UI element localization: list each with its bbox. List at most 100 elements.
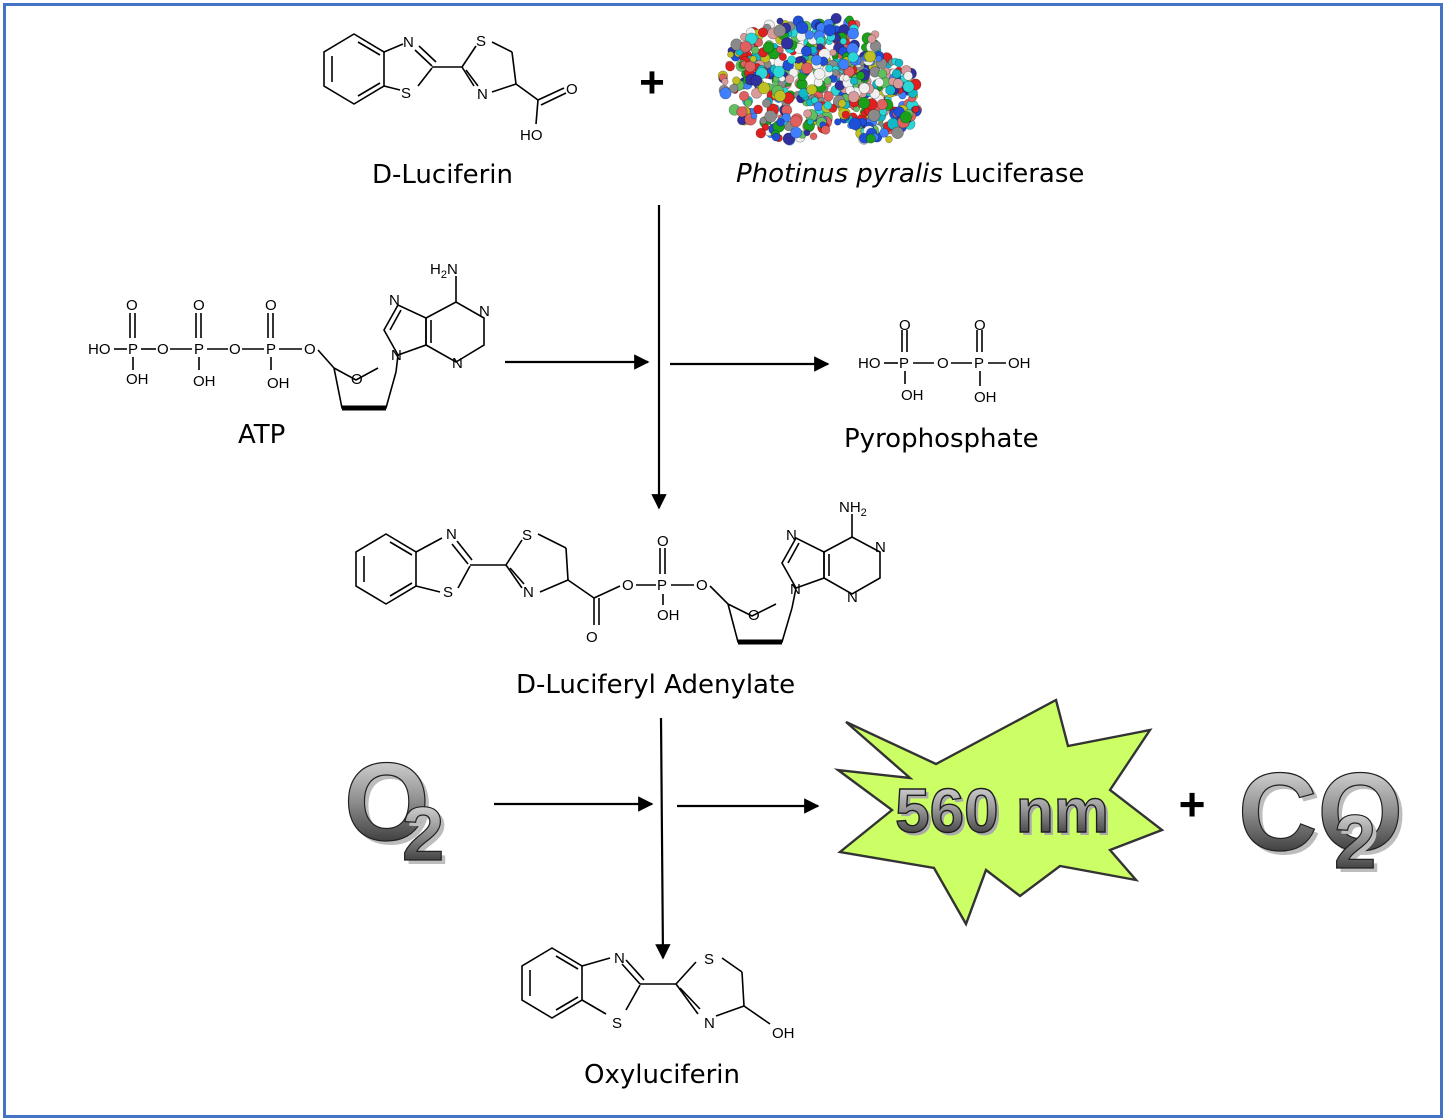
svg-text:P: P [266, 341, 276, 358]
protein-atom-sphere [729, 83, 739, 94]
protein-atom-sphere [745, 32, 758, 45]
protein-atom-sphere [864, 50, 877, 63]
protein-atom-sphere [762, 41, 775, 54]
svg-text:CO: CO [1238, 751, 1403, 874]
svg-text:N: N [704, 1015, 715, 1032]
svg-text:O: O [193, 297, 205, 314]
protein-atom-sphere [843, 66, 855, 78]
svg-text:N: N [479, 303, 490, 320]
protein-atom-sphere [787, 55, 797, 65]
svg-text:O: O [696, 577, 708, 594]
svg-text:OH: OH [126, 371, 149, 388]
protein-atom-sphere [761, 98, 772, 108]
luciferase-label: Photinus pyralis Luciferase [736, 159, 1084, 189]
luciferin-n-atom: N [403, 34, 414, 51]
svg-text:S: S [443, 584, 453, 601]
protein-atom-sphere [903, 71, 914, 81]
plus-sign-bottom: + [1179, 778, 1206, 830]
svg-text:HO: HO [88, 341, 111, 358]
svg-text:N: N [790, 581, 801, 598]
protein-atom-sphere [750, 112, 758, 120]
protein-atom-sphere [780, 37, 794, 50]
protein-atom-sphere [902, 80, 915, 93]
protein-atom-sphere [806, 84, 818, 95]
svg-text:2: 2 [406, 796, 448, 881]
emission-label: 560 nm 560 nm [894, 776, 1112, 849]
svg-text:O: O [265, 297, 277, 314]
luciferin-label: D-Luciferin [372, 160, 513, 190]
luciferin-o-atom: O [566, 81, 578, 98]
protein-atom-sphere [764, 110, 777, 123]
protein-atom-sphere [911, 105, 920, 114]
luciferin-s2-atom: S [476, 33, 486, 50]
svg-text:P: P [128, 341, 138, 358]
protein-atom-sphere [772, 65, 786, 78]
protein-atom-sphere [795, 21, 809, 35]
protein-atom-sphere [891, 69, 902, 79]
svg-text:S: S [704, 951, 714, 968]
svg-text:CO: CO [1242, 755, 1407, 878]
protein-atom-sphere [810, 54, 822, 66]
protein-atom-sphere [781, 112, 792, 123]
svg-text:OH: OH [901, 387, 924, 404]
atp-structure: HO P O OH O P O OH O P O OH O O [88, 261, 490, 411]
adenylate-amine: NH2 [839, 499, 867, 519]
carbon-dioxide-label: CO CO 2 2 [1237, 750, 1407, 889]
protein-atom-sphere [811, 96, 819, 104]
svg-text:N: N [847, 589, 858, 606]
svg-text:N: N [389, 292, 400, 309]
svg-text:S: S [612, 1015, 622, 1032]
protein-atom-sphere [856, 71, 865, 81]
protein-atom-sphere [757, 27, 768, 38]
protein-atom-sphere [806, 118, 814, 126]
luciferase-species-label: Photinus pyralis [736, 159, 943, 189]
svg-text:2: 2 [1334, 800, 1376, 885]
svg-text:OH: OH [267, 375, 290, 392]
svg-text:N: N [786, 527, 797, 544]
protein-atom-sphere [885, 135, 893, 144]
protein-atom-sphere [732, 76, 741, 85]
protein-atom-sphere [867, 109, 881, 122]
oxyluciferin-structure: N S S N OH [521, 947, 795, 1042]
protein-atom-sphere [776, 117, 785, 127]
protein-atom-sphere [858, 82, 870, 94]
protein-atom-sphere [813, 68, 826, 80]
luciferin-n2-atom: N [477, 86, 488, 103]
protein-atom-sphere [804, 30, 815, 40]
pyrophosphate-label: Pyrophosphate [844, 424, 1039, 454]
protein-atom-sphere [834, 118, 842, 126]
svg-text:P: P [899, 355, 909, 372]
protein-atom-sphere [753, 104, 763, 115]
protein-atom-sphere [750, 74, 763, 87]
protein-atom-sphere [813, 101, 824, 112]
svg-text:O: O [622, 577, 634, 594]
svg-text:2: 2 [402, 792, 444, 877]
protein-atom-sphere [842, 74, 850, 82]
protein-atom-sphere [784, 74, 795, 84]
svg-text:N: N [523, 584, 534, 601]
svg-text:O: O [937, 355, 949, 372]
diagram-frame [3, 3, 1443, 1118]
protein-atom-sphere [776, 45, 784, 54]
protein-atom-sphere [816, 43, 824, 51]
svg-text:O: O [351, 371, 363, 388]
protein-atom-sphere [823, 24, 836, 37]
svg-text:OH: OH [193, 373, 216, 390]
protein-atom-sphere [800, 45, 812, 57]
svg-text:560 nm: 560 nm [898, 780, 1112, 849]
protein-atom-sphere [771, 132, 781, 142]
svg-text:OH: OH [657, 607, 680, 624]
protein-atom-sphere [874, 77, 884, 88]
protein-atom-sphere [823, 101, 833, 110]
protein-atom-sphere [774, 90, 786, 102]
protein-atom-sphere [876, 99, 888, 111]
protein-atom-sphere [839, 37, 848, 45]
svg-text:P: P [657, 577, 667, 594]
protein-atom-sphere [773, 24, 787, 38]
protein-atom-sphere [755, 128, 766, 139]
svg-text:560 nm: 560 nm [895, 777, 1109, 846]
svg-text:2: 2 [1338, 804, 1380, 889]
luciferin-structure: N S S N O HO [323, 33, 578, 144]
luciferin-s-atom: S [401, 85, 411, 102]
